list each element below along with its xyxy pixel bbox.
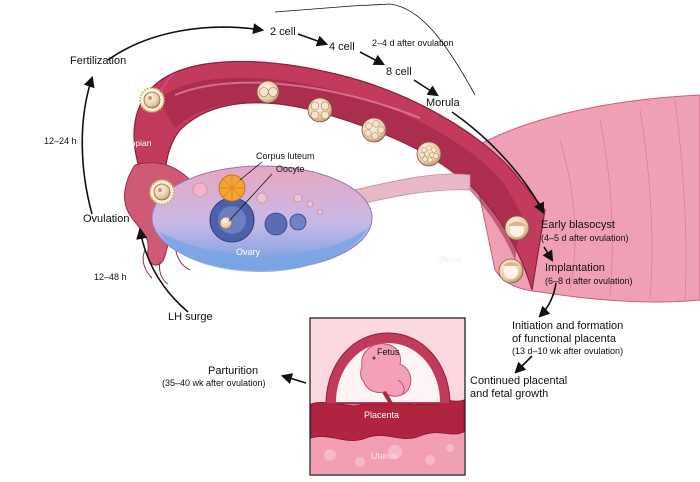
label-morula: Morula	[426, 97, 460, 109]
label-4-cell: 4 cell	[329, 41, 355, 53]
fetus-inset	[309, 317, 466, 476]
embryo-8cell	[361, 117, 387, 143]
arrow-placenta-to-growth	[514, 355, 533, 374]
label-early-blastocyst-time: (4–5 d after ovulation)	[541, 233, 629, 243]
embryo-4cell	[307, 97, 333, 123]
cleavage-bracket	[274, 3, 476, 96]
fertilized-egg	[139, 73, 175, 113]
label-fetus: Fetus	[377, 347, 400, 357]
label-ovary: Ovary	[236, 247, 261, 257]
label-uterus-inset: Uterus	[371, 451, 398, 461]
label-8-cell: 8 cell	[386, 66, 412, 78]
label-parturition-time: (35–40 wk after ovulation)	[162, 378, 266, 388]
arrow-blastocyst-to-implantation	[542, 246, 554, 262]
label-placenta-formation-time: (13 d–10 wk after ovulation)	[512, 346, 624, 356]
label-ovulation: Ovulation	[83, 213, 130, 225]
label-uterus-upper: Uterus	[437, 254, 463, 264]
label-placenta: Placenta	[364, 410, 400, 420]
label-continued-growth-1: Continued placental	[470, 375, 568, 387]
arrow-lh-to-ovulation	[136, 227, 189, 313]
arrow-fertilization-to-2cell	[107, 23, 265, 61]
implanting-blastocyst-shape	[498, 258, 524, 284]
label-parturition: Parturition	[208, 365, 259, 377]
arrow-to-parturition	[280, 373, 307, 384]
label-implantation-time: (6–8 d after ovulation)	[545, 276, 633, 286]
label-2-cell: 2 cell	[270, 26, 296, 38]
arrow-2cell-to-4cell	[297, 33, 329, 47]
uterus-texture	[559, 99, 687, 301]
label-implantation: Implantation	[545, 262, 605, 274]
oocyte-in-ovary	[219, 216, 233, 230]
arrow-implantation-to-placenta	[538, 282, 557, 318]
label-time-12-48h: 12–48 h	[94, 272, 127, 282]
embryo-2cell	[256, 80, 280, 104]
tube-lumen	[158, 77, 522, 260]
label-early-blastocyst: Early blasocyst	[541, 219, 615, 231]
arrow-8cell-to-morula	[413, 79, 439, 97]
early-blastocyst-shape	[504, 215, 530, 241]
label-placenta-formation-1: Initiation and formation	[512, 320, 624, 332]
label-lh-surge: LH surge	[168, 311, 213, 323]
label-placenta-formation-2: of functional placenta	[512, 333, 616, 345]
label-fertilization: Fertilization	[70, 55, 127, 67]
arrow-4cell-to-8cell	[359, 51, 385, 66]
arrow-ovulation-to-fertilization	[81, 75, 95, 215]
label-corpus-luteum: Corpus luteum	[256, 151, 315, 161]
embryo-morula	[416, 141, 442, 167]
label-oocyte: Oocyte	[276, 164, 305, 174]
label-cleavage-time: 2–4 d after ovulation	[372, 38, 454, 48]
label-continued-growth-2: and fetal growth	[470, 388, 549, 400]
label-time-12-24h: 12–24 h	[44, 136, 77, 146]
arrow-morula-to-blastocyst	[451, 111, 545, 215]
ovulated-oocyte	[149, 179, 175, 205]
label-fallopian-tube: Fallopian tube	[117, 138, 152, 159]
